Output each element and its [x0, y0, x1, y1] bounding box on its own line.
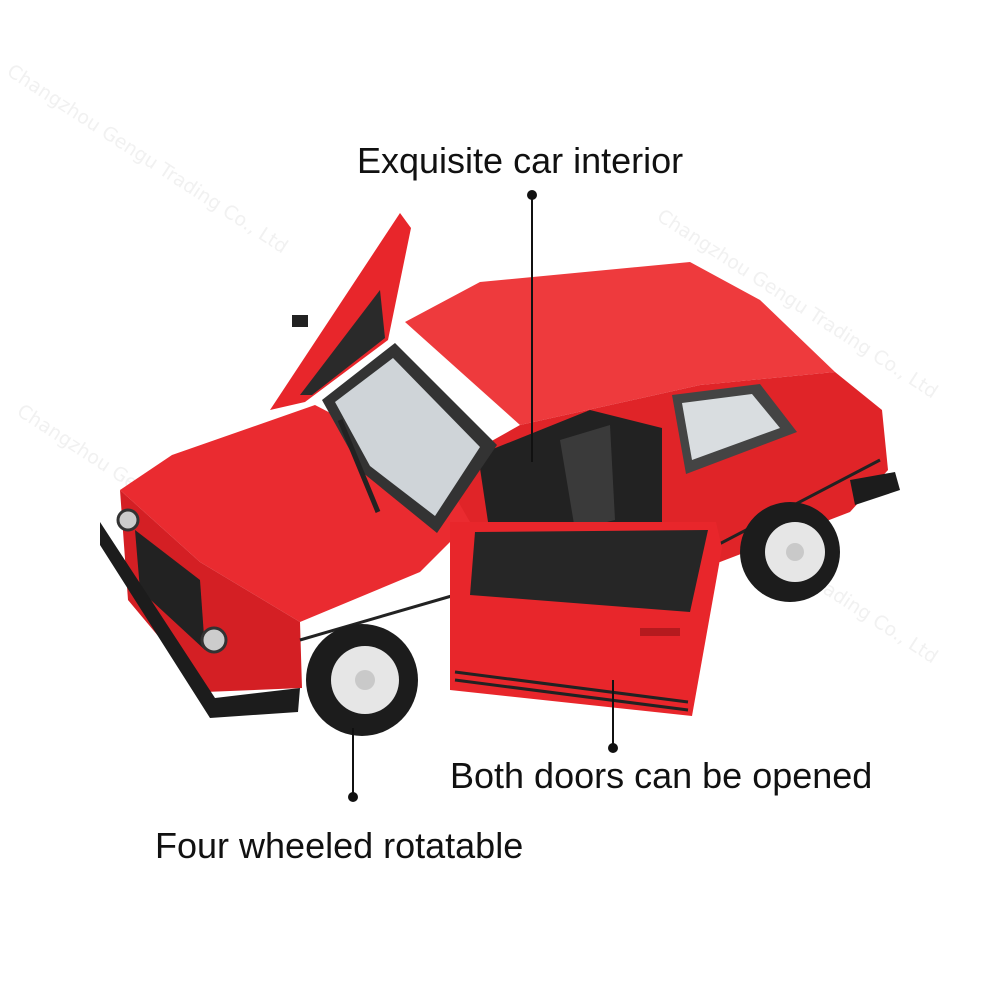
roof	[405, 262, 835, 425]
rear-wheel	[740, 502, 840, 602]
callout-line-wheels	[348, 728, 358, 802]
callout-interior: Exquisite car interior	[357, 140, 684, 181]
callout-wheels: Four wheeled rotatable	[155, 825, 524, 866]
callout-line-doors	[608, 680, 618, 753]
left-door-open	[270, 213, 411, 410]
front-bumper	[100, 522, 300, 718]
callout-doors: Both doors can be opened	[450, 755, 873, 796]
callout-line-interior	[527, 190, 537, 462]
front-wheel	[306, 624, 418, 736]
